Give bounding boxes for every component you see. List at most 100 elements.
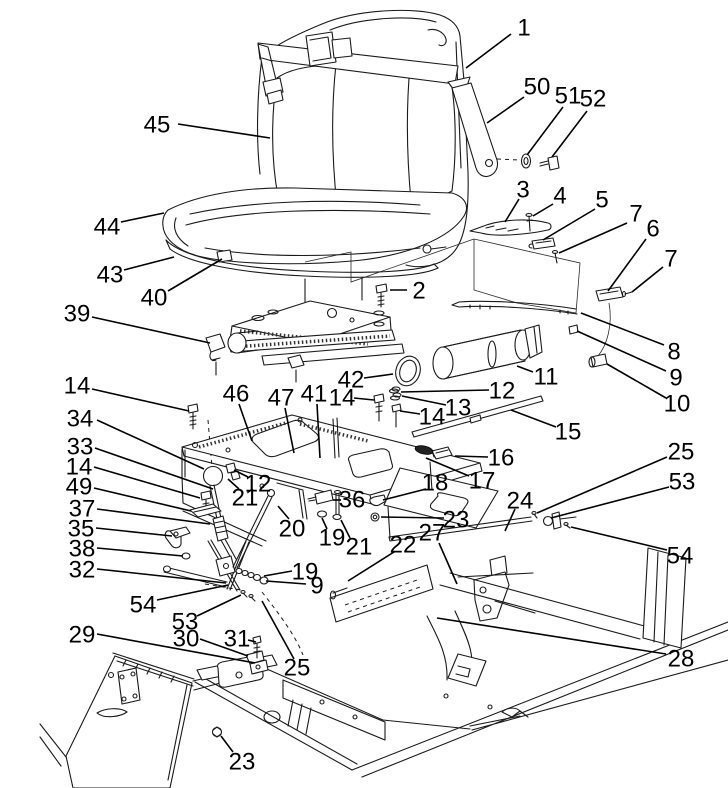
bracket-6-drawing: [595, 286, 624, 302]
part-number-label: 23: [443, 507, 470, 534]
part-number-label: 46: [223, 381, 250, 408]
bracket-5-drawing: [528, 237, 556, 250]
seat-belt-drawing: [257, 31, 459, 105]
seat-belt-strap-50-drawing: [447, 76, 520, 178]
leader-line: [220, 735, 234, 753]
leader-line: [233, 469, 249, 478]
callout-52-3: 52: [551, 86, 607, 158]
callout-16-24: 16: [454, 445, 515, 472]
leader-line: [558, 222, 628, 254]
part-number-label: 3: [516, 177, 529, 204]
callout-21-37: 21: [340, 519, 372, 561]
leader-line: [91, 316, 211, 344]
part-number-label: 41: [301, 381, 328, 408]
leader-line: [382, 488, 427, 501]
part-number-label: 52: [580, 86, 607, 113]
leader-line: [96, 508, 211, 525]
clip-36-drawing: [307, 489, 342, 521]
part-number-label: 40: [141, 285, 168, 312]
leader-line: [347, 551, 395, 582]
leader-line: [340, 519, 351, 539]
part-number-label: 35: [68, 516, 95, 543]
fender-drawing: [39, 652, 195, 788]
leader-line: [263, 570, 293, 577]
callout-28-32: 28: [436, 617, 694, 673]
part-number-label: 14: [329, 385, 356, 412]
leader-line: [580, 312, 665, 346]
leader-line: [95, 527, 173, 537]
leader-line: [425, 457, 470, 477]
leader-line: [436, 617, 667, 655]
leader-line: [576, 330, 667, 372]
leader-line: [606, 363, 667, 399]
callout-46-19: 46: [223, 381, 253, 442]
frame-deck-drawing: [192, 621, 728, 778]
leader-line: [96, 419, 205, 470]
part-number-label: 15: [555, 419, 582, 446]
callout-9-39: 9: [265, 573, 324, 600]
callout-10-13: 10: [606, 363, 690, 418]
screw-7a-drawing: [551, 249, 559, 264]
leader-line: [123, 256, 175, 271]
bracket-27-drawing: [473, 555, 510, 622]
callout-27-34: 27: [419, 520, 458, 585]
callout-33-50: 33: [67, 434, 214, 490]
callout-39-44: 39: [64, 301, 211, 344]
leader-line: [96, 633, 256, 664]
leader-line: [199, 638, 249, 657]
part-number-label: 9: [669, 365, 682, 392]
part-number-label: 31: [224, 626, 251, 653]
callout-25-29: 25: [536, 439, 694, 514]
part-number-label: 4: [553, 183, 566, 210]
callout-29-59: 29: [69, 622, 256, 664]
part-number-label: 34: [67, 406, 94, 433]
leader-line: [316, 403, 321, 459]
callout-32-56: 32: [69, 557, 227, 584]
leader-line: [510, 409, 557, 428]
panel-22-drawing: [329, 564, 434, 623]
part-number-label: 8: [667, 339, 680, 366]
part-number-label: 14: [64, 373, 91, 400]
arm-3-drawing: [469, 219, 552, 236]
callout-12-15: 12: [400, 378, 516, 405]
callout-23-63: 23: [220, 735, 255, 776]
part-number-label: 9: [310, 573, 323, 600]
part-number-label: 12: [489, 378, 516, 405]
backrest-cushion-drawing: [272, 63, 456, 208]
leader-line: [570, 526, 668, 551]
leader-line: [96, 547, 184, 557]
part-number-label: 7: [629, 201, 642, 228]
leader-line: [504, 508, 516, 532]
callout-40-45: 40: [141, 258, 223, 312]
callout-3-4: 3: [504, 177, 530, 223]
callout-20-40: 20: [277, 505, 305, 543]
part-number-label: 36: [339, 487, 366, 514]
leader-line: [631, 266, 664, 293]
part-number-label: 30: [173, 626, 200, 653]
clip-18-nut-23a-drawing: [369, 494, 387, 522]
callout-11-14: 11: [516, 364, 558, 391]
bolt-14a-drawing: [187, 403, 199, 430]
part-number-label: 14: [419, 404, 446, 431]
part-number-label: 5: [595, 187, 608, 214]
callout-36-35: 36: [333, 487, 365, 514]
leader-line: [486, 96, 525, 124]
leader-line: [93, 487, 192, 512]
fasteners-12-13-14-drawing: [373, 386, 402, 428]
leader-line: [504, 198, 520, 223]
rod-24-drawing: [388, 510, 577, 542]
leader-line: [401, 395, 447, 406]
bolt-2-drawing: [373, 283, 388, 327]
part-number-label: 16: [488, 445, 515, 472]
part-number-label: 54: [667, 543, 694, 570]
part-number-label: 29: [69, 622, 96, 649]
callout-51-2: 51: [526, 83, 581, 156]
part-number-label: 7: [664, 246, 677, 273]
part-number-label: 53: [172, 609, 199, 636]
leader-line: [353, 397, 375, 401]
callout-4-5: 4: [532, 183, 567, 217]
callout-31-61: 31: [224, 626, 257, 653]
part-number-label: 22: [390, 532, 417, 559]
callout-42-18: 42: [338, 367, 394, 394]
